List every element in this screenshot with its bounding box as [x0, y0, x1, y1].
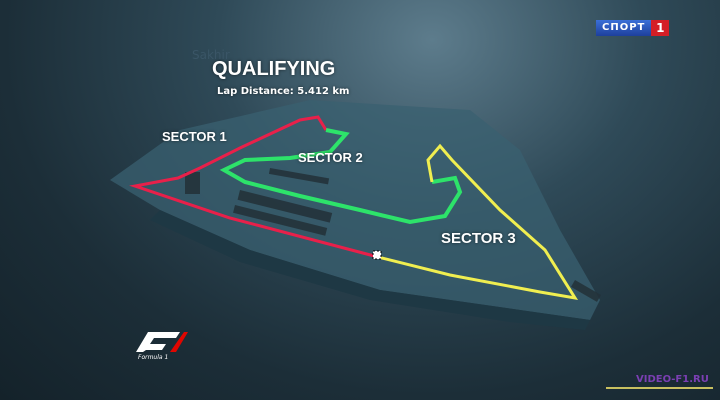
location-label: Sakhir	[192, 48, 230, 62]
finish-line-flag	[372, 250, 382, 260]
sector-2-line	[219, 128, 463, 225]
f1-logo: Formula 1	[136, 332, 188, 360]
channel-name: СПОРТ	[596, 20, 652, 36]
island-edge	[150, 210, 590, 330]
sector-1-line	[129, 115, 379, 259]
svg-text:Formula 1: Formula 1	[138, 354, 168, 360]
sector-1-label: SECTOR 1	[162, 129, 227, 144]
sector-3-label: SECTOR 3	[441, 230, 516, 247]
watermark: VIDEO-F1.RU	[606, 374, 713, 389]
session-title: QUALIFYING	[212, 58, 336, 80]
grandstands	[185, 167, 601, 302]
lap-distance: Lap Distance: 5.412 km	[217, 86, 350, 97]
channel-number: 1	[651, 20, 670, 36]
sector-2-label: SECTOR 2	[298, 150, 363, 165]
channel-logo: СПОРТ 1	[596, 20, 670, 36]
sector-3-line	[377, 143, 579, 301]
